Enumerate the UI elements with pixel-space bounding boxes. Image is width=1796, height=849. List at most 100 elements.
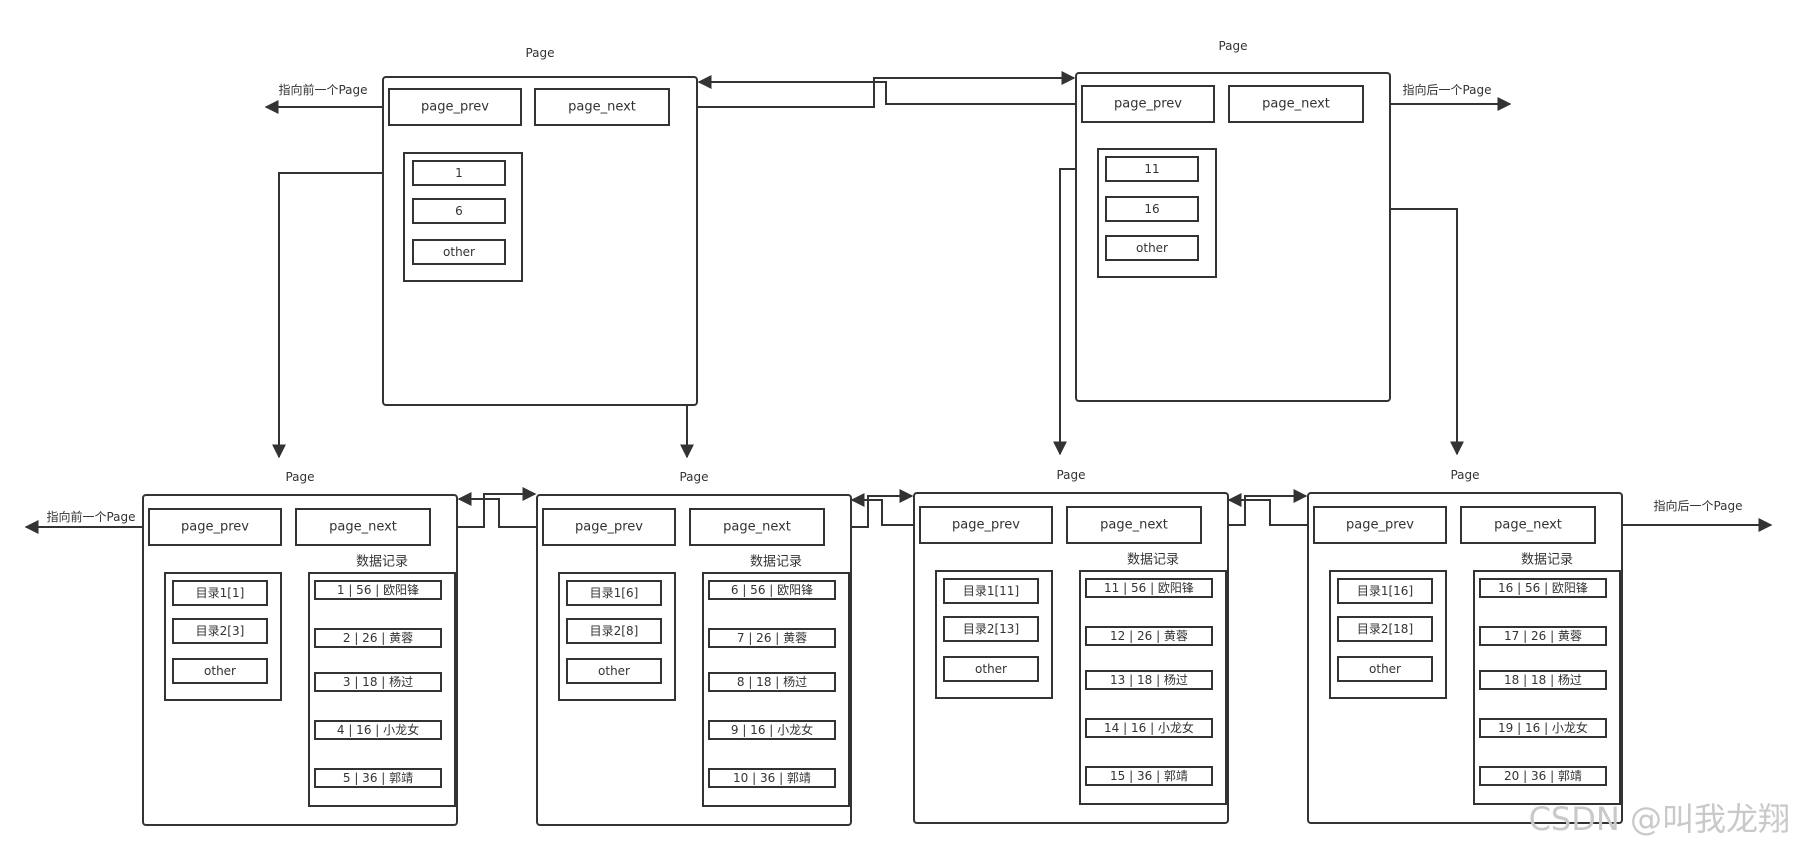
directory-entry [943, 616, 1039, 642]
record-row [314, 672, 442, 692]
page-prev-box-label: page_prev [952, 518, 1020, 533]
record-row-label: 3 | 18 | 杨过 [343, 674, 413, 689]
record-row [1085, 766, 1213, 786]
page-prev-box [919, 506, 1053, 544]
directory-entry-label: 目录1[11] [963, 584, 1019, 598]
record-row-label: 19 | 16 | 小龙女 [1498, 720, 1588, 735]
key-box [412, 160, 506, 186]
record-row [314, 580, 442, 600]
record-row-label: 20 | 36 | 郭靖 [1504, 769, 1582, 783]
watermark: CSDN @叫我龙翔 [1529, 800, 1790, 838]
other-box-label: other [443, 245, 475, 259]
directory-entry-label: 目录1[16] [1357, 584, 1413, 598]
record-row [1479, 670, 1607, 690]
record-row-label: 8 | 18 | 杨过 [737, 674, 807, 689]
directory-entry-label: 目录2[8] [590, 624, 639, 638]
directory-entry [943, 578, 1039, 604]
other-box [412, 239, 506, 265]
page-next-box [689, 508, 825, 546]
record-row [1479, 578, 1607, 598]
record-row-label: 15 | 36 | 郭靖 [1110, 769, 1188, 783]
directory-entry-label: 目录2[13] [963, 622, 1019, 636]
record-row-label: 2 | 26 | 黄蓉 [343, 631, 413, 645]
other-box-label: other [1369, 662, 1401, 676]
directory-entry [172, 618, 268, 644]
record-row [708, 720, 836, 740]
key-pointer-arrow [272, 172, 413, 459]
other-box [1337, 656, 1433, 682]
page-prev-box [1313, 506, 1447, 544]
record-row [1479, 626, 1607, 646]
directory-entry [172, 580, 268, 606]
data-records-title: 数据记录 [356, 555, 408, 570]
page-prev-box-label: page_prev [1346, 518, 1414, 533]
key-box [1105, 196, 1199, 222]
record-row-label: 14 | 16 | 小龙女 [1104, 720, 1194, 735]
record-row-label: 17 | 26 | 黄蓉 [1504, 629, 1582, 643]
key-box [412, 198, 506, 224]
other-box [1105, 235, 1199, 261]
page-next-box [295, 508, 431, 546]
page-title: Page [1450, 468, 1479, 482]
key-box-label: 11 [1144, 162, 1159, 176]
page-next-box-label: page_next [329, 520, 397, 535]
record-row [314, 768, 442, 788]
record-row [1085, 578, 1213, 598]
record-row-label: 4 | 16 | 小龙女 [337, 722, 419, 737]
directory-entry-label: 目录2[3] [196, 624, 245, 638]
directory-entry [566, 580, 662, 606]
prev-link-arrow [457, 492, 543, 528]
key-box-label: 6 [455, 204, 463, 218]
record-row-label: 7 | 26 | 黄蓉 [737, 631, 807, 645]
page-title: Page [525, 46, 554, 60]
directory-entry-label: 目录1[1] [196, 586, 245, 600]
to-prev-page-label: 指向前一个Page [46, 509, 135, 524]
page-next-box-label: page_next [1262, 97, 1330, 112]
record-row [314, 628, 442, 648]
prev-link-arrow [850, 493, 920, 526]
prev-link-arrow [697, 75, 1082, 105]
other-box-label: other [1136, 241, 1168, 255]
other-box-label: other [598, 664, 630, 678]
record-row [708, 628, 836, 648]
key-box-label: 16 [1144, 202, 1159, 216]
record-row-label: 18 | 18 | 杨过 [1504, 672, 1582, 687]
data-records-title: 数据记录 [750, 555, 802, 570]
page-next-box [1066, 506, 1202, 544]
to-next-page-label: 指向后一个Page [1402, 82, 1491, 97]
page-prev-box-label: page_prev [421, 100, 489, 115]
record-row-label: 6 | 56 | 欧阳锋 [731, 583, 813, 597]
page-prev-box [1081, 85, 1215, 123]
page-title: Page [1056, 468, 1085, 482]
page-prev-box [388, 88, 522, 126]
page-next-box-label: page_next [568, 100, 636, 115]
directory-entry [1337, 616, 1433, 642]
record-row [314, 720, 442, 740]
record-row-label: 16 | 56 | 欧阳锋 [1498, 581, 1588, 595]
record-row-label: 12 | 26 | 黄蓉 [1110, 629, 1188, 643]
record-row-label: 1 | 56 | 欧阳锋 [337, 583, 419, 597]
record-row [1085, 718, 1213, 738]
page-next-box-label: page_next [1100, 518, 1168, 533]
page-title: Page [1218, 39, 1247, 53]
page-next-box-label: page_next [723, 520, 791, 535]
page-prev-box [148, 508, 282, 546]
record-row-label: 9 | 16 | 小龙女 [731, 722, 813, 737]
page-next-box [1228, 85, 1364, 123]
prev-link-arrow [1227, 493, 1314, 526]
record-row [1085, 626, 1213, 646]
directory-entry [566, 618, 662, 644]
other-box [172, 658, 268, 684]
to-prev-page-label: 指向前一个Page [278, 82, 367, 97]
next-link-arrow [669, 71, 1076, 108]
directory-entry-label: 目录2[18] [1357, 622, 1413, 636]
to-next-page-label: 指向后一个Page [1653, 498, 1742, 513]
page-prev-box [542, 508, 676, 546]
record-row-label: 13 | 18 | 杨过 [1110, 672, 1188, 687]
